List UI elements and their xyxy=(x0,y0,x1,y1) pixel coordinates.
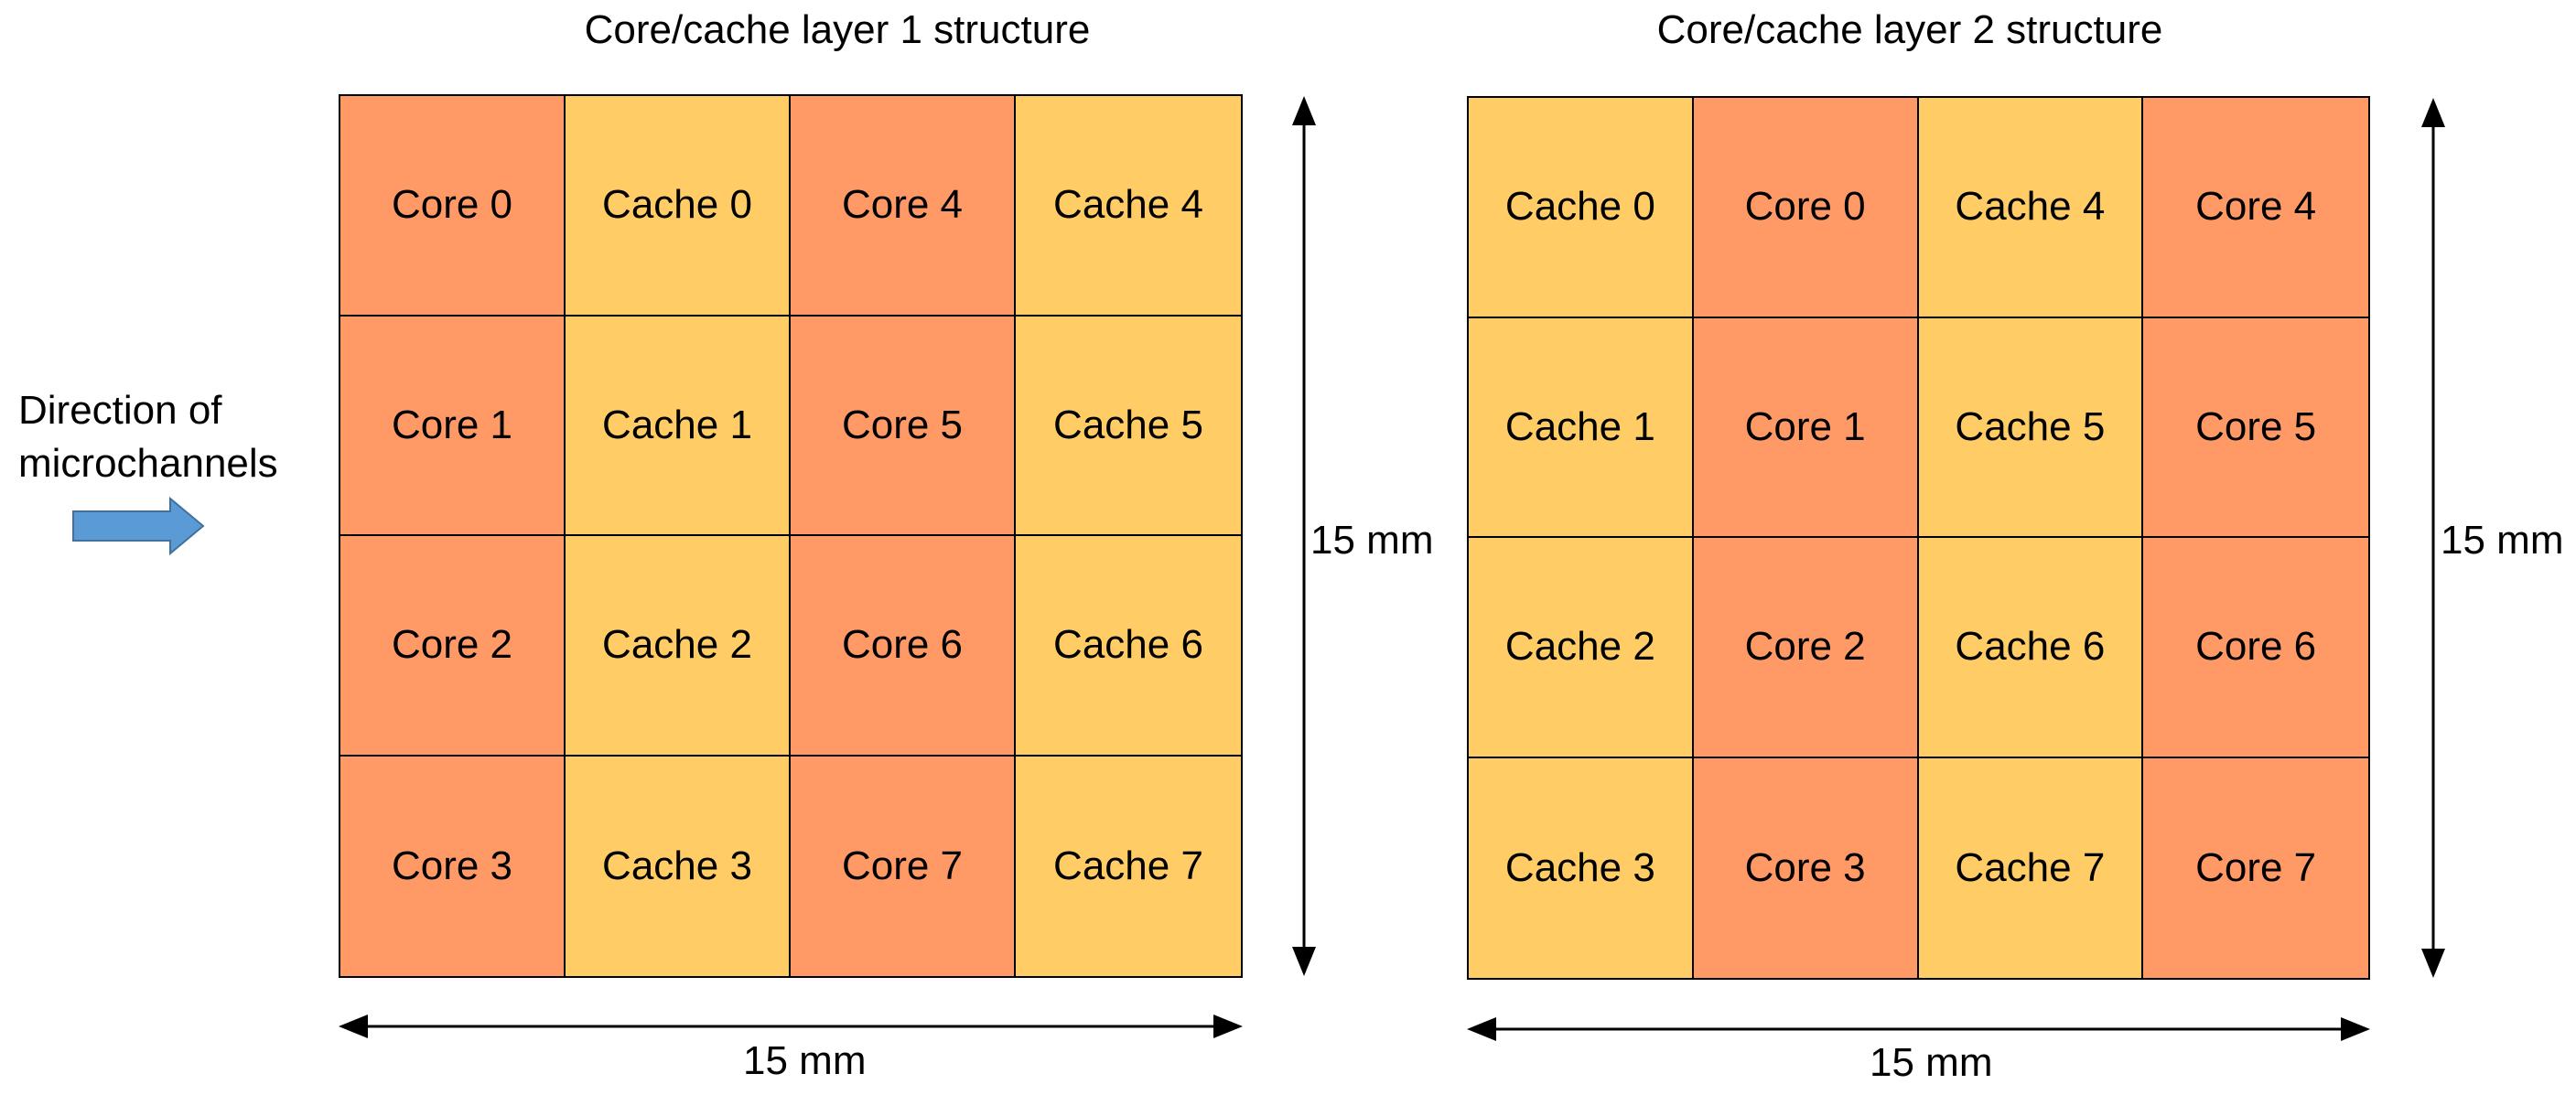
cache-block: Cache 6 xyxy=(1016,536,1241,757)
cache-block: Cache 1 xyxy=(1469,317,1694,538)
cache-block: Cache 1 xyxy=(566,316,791,536)
layer-2-title: Core/cache layer 2 structure xyxy=(1656,7,2163,52)
layer-1-width-label: 15 mm xyxy=(743,1038,867,1083)
cache-block: Cache 0 xyxy=(566,96,791,317)
direction-label-line1: Direction of xyxy=(18,388,222,433)
layer-2-width-arrow xyxy=(1467,1017,2370,1041)
core-block: Core 1 xyxy=(340,316,566,536)
layer-1-height-label: 15 mm xyxy=(1310,518,1434,563)
core-block: Core 4 xyxy=(791,96,1016,317)
cache-block: Cache 3 xyxy=(566,756,791,976)
cache-block: Cache 0 xyxy=(1469,98,1694,318)
cache-block: Cache 3 xyxy=(1469,757,1694,978)
cache-block: Cache 2 xyxy=(566,536,791,757)
layer-2-height-label: 15 mm xyxy=(2441,518,2564,563)
cache-block: Cache 6 xyxy=(1918,538,2144,758)
cache-block: Cache 7 xyxy=(1918,757,2144,978)
core-block: Core 6 xyxy=(2143,538,2368,758)
layer-1-title: Core/cache layer 1 structure xyxy=(584,7,1091,52)
cache-block: Cache 2 xyxy=(1469,538,1694,758)
cache-block: Cache 5 xyxy=(1016,316,1241,536)
cache-block: Cache 4 xyxy=(1918,98,2144,318)
core-block: Core 5 xyxy=(791,316,1016,536)
layer-2-width-label: 15 mm xyxy=(1870,1040,1993,1085)
core-block: Core 2 xyxy=(1693,538,1919,758)
core-block: Core 4 xyxy=(2143,98,2368,318)
core-block: Core 2 xyxy=(340,536,566,757)
core-block: Core 0 xyxy=(340,96,566,317)
cache-block: Cache 5 xyxy=(1918,317,2144,538)
core-block: Core 7 xyxy=(2143,757,2368,978)
core-block: Core 6 xyxy=(791,536,1016,757)
direction-label-line2: microchannels xyxy=(18,441,278,486)
layer-2-height-arrow xyxy=(2421,98,2445,978)
layer-1-height-arrow xyxy=(1292,96,1316,976)
layer-1-width-arrow xyxy=(339,1014,1243,1038)
cache-block: Cache 4 xyxy=(1016,96,1241,317)
cache-block: Cache 7 xyxy=(1016,756,1241,976)
core-block: Core 5 xyxy=(2143,317,2368,538)
core-block: Core 1 xyxy=(1693,317,1919,538)
direction-arrow-icon xyxy=(72,496,205,556)
core-block: Core 3 xyxy=(1693,757,1919,978)
core-block: Core 3 xyxy=(340,756,566,976)
core-block: Core 0 xyxy=(1693,98,1919,318)
core-block: Core 7 xyxy=(791,756,1016,976)
direction-label: Direction of microchannels xyxy=(18,384,278,490)
